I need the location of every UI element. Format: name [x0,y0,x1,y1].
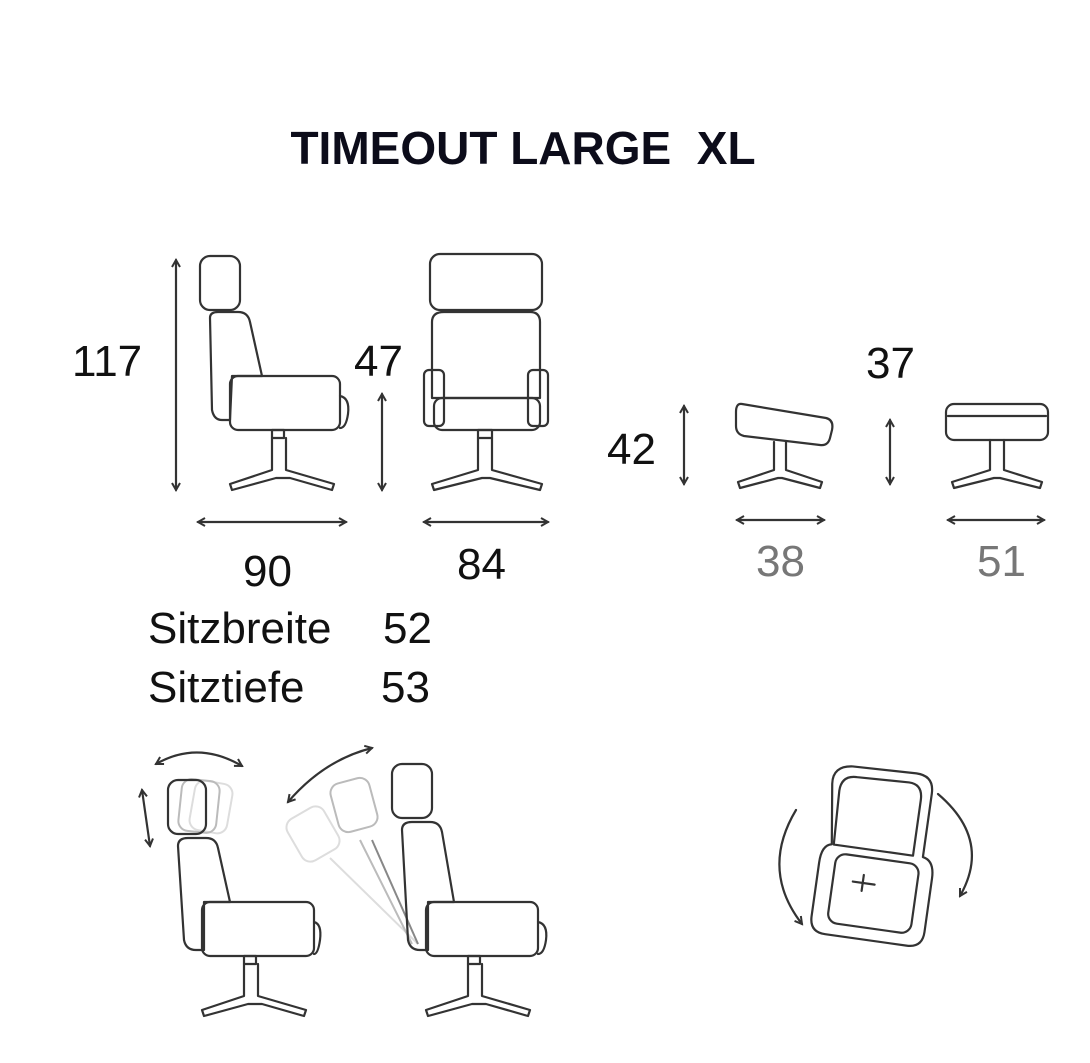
stool-side-view [684,402,834,520]
chair-side-view [176,254,350,522]
dim-stool-width: 51 [977,537,1026,586]
chair-front-view [382,252,548,522]
spec-seat-width-value: 52 [383,604,432,653]
spec-seat-width-label: Sitzbreite [148,604,332,653]
dim-stool-depth: 38 [756,537,805,586]
spec-seat-depth-value: 53 [381,663,430,712]
dim-stool-left-height: 42 [607,425,656,474]
stool-front-view [890,402,1050,520]
recline-adjust-diagram [285,748,548,1018]
dim-seat-height: 47 [354,337,403,386]
headrest-adjust-diagram [142,751,322,1018]
dim-stool-height-label: 37 [866,339,915,388]
product-title: TIMEOUT LARGE XL [290,122,756,174]
dim-chair-width: 84 [457,540,506,589]
spec-seat-depth-label: Sitztiefe [148,663,305,712]
swivel-top-view-diagram [778,765,973,947]
dim-chair-height: 117 [72,337,143,386]
dim-chair-depth: 90 [243,547,292,596]
